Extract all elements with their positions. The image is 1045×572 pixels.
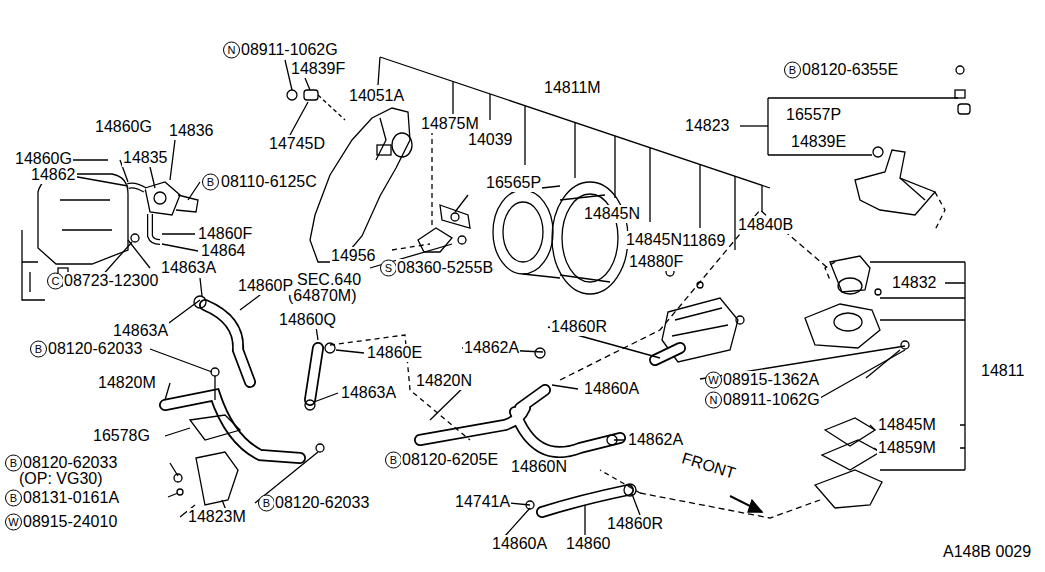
callout-number: 14845N xyxy=(625,231,683,249)
callout-number: 14860F xyxy=(197,225,253,243)
fastener-mark: B xyxy=(385,452,402,469)
callout-number: 14840B xyxy=(737,216,794,234)
callout-number: 14845M xyxy=(877,416,937,434)
fastener-mark: B xyxy=(258,495,275,512)
callout-number: 08120-62033 xyxy=(47,340,143,358)
fastener-mark: B xyxy=(30,341,47,358)
callout-number: 14862 xyxy=(30,166,77,184)
callout-number: 11869 xyxy=(681,232,726,250)
callout-number: 08915-1362A xyxy=(722,371,820,389)
callout-number: 14745D xyxy=(268,135,326,153)
callout-number: 14860 xyxy=(565,535,612,553)
callout-number: 14811 xyxy=(980,362,1025,380)
fastener-mark: B xyxy=(202,174,219,191)
callout-number: 14832 xyxy=(891,274,938,292)
fastener-mark: C xyxy=(47,273,64,290)
callout-number: 08911-1062G xyxy=(240,41,339,59)
callout-number: 14839F xyxy=(290,60,346,78)
callout-number: 14860R xyxy=(606,515,664,533)
callout-number: 08120-6355E xyxy=(801,61,899,79)
callout-number: 14823 xyxy=(684,117,731,135)
callout-number: A148B 0029 xyxy=(942,543,1032,561)
callout-number: 14820M xyxy=(97,374,157,392)
callout-number: 14835 xyxy=(122,149,169,167)
callout-number: 14863A xyxy=(112,322,169,340)
fastener-mark: W xyxy=(705,372,722,389)
fastener-mark: S xyxy=(380,260,397,277)
callout-number: 08110-6125C xyxy=(220,173,318,191)
fastener-mark: W xyxy=(5,514,22,531)
callout-number: 08360-5255B xyxy=(396,259,494,277)
fastener-mark: B xyxy=(784,62,801,79)
callout-number: 14860P xyxy=(237,277,294,295)
callout-number: (64870M) xyxy=(287,287,357,305)
callout-number: FRONT xyxy=(679,449,739,483)
fastener-mark: N xyxy=(705,392,722,409)
callout-number: 14820N xyxy=(415,372,473,390)
fastener-mark: B xyxy=(5,490,22,507)
fastener-mark: N xyxy=(223,42,240,59)
callout-number: 14956 xyxy=(330,247,377,265)
callout-number: 08723-12300 xyxy=(63,272,159,290)
callout-number: 14051A xyxy=(348,87,405,105)
callout-number: 14860G xyxy=(94,118,153,136)
callout-number: 14880F xyxy=(628,253,684,271)
callout-number: 08120-6205E xyxy=(401,451,499,469)
callout-number: 08120-62033 xyxy=(274,494,370,512)
callout-number: 14859M xyxy=(877,439,937,457)
callout-number: 14741A xyxy=(454,493,511,511)
callout-number: 14039 xyxy=(467,131,514,149)
callout-number: (OP: VG30) xyxy=(18,470,104,488)
callout-number: 14860A xyxy=(583,380,640,398)
callout-number: 14811M xyxy=(543,79,602,97)
callout-number: 14860N xyxy=(510,458,568,476)
callout-number: 14860R xyxy=(550,318,608,336)
callout-number: 08911-1062G xyxy=(722,391,821,409)
callout-number: 14862A xyxy=(463,339,520,357)
callout-number: 14863A xyxy=(340,384,397,402)
callout-number: 14860Q xyxy=(278,311,337,329)
callout-number: 14863A xyxy=(160,259,217,277)
callout-number: 08915-24010 xyxy=(22,513,118,531)
callout-number: 14836 xyxy=(168,122,215,140)
callout-number: 16578G xyxy=(92,427,151,445)
callout-number: 14860A xyxy=(491,535,548,553)
callout-number: 14845N xyxy=(583,205,641,223)
callout-number: 08131-0161A xyxy=(22,489,120,507)
callout-number: 14860E xyxy=(366,344,423,362)
callout-number: 16565P xyxy=(485,174,542,192)
callout-number: 14864 xyxy=(200,242,247,260)
callout-number: 14839E xyxy=(790,133,847,151)
callout-number: 16557P xyxy=(785,106,842,124)
fastener-mark: B xyxy=(5,455,22,472)
callout-number: 14823M xyxy=(187,508,247,526)
callout-number: 14862A xyxy=(627,431,684,449)
